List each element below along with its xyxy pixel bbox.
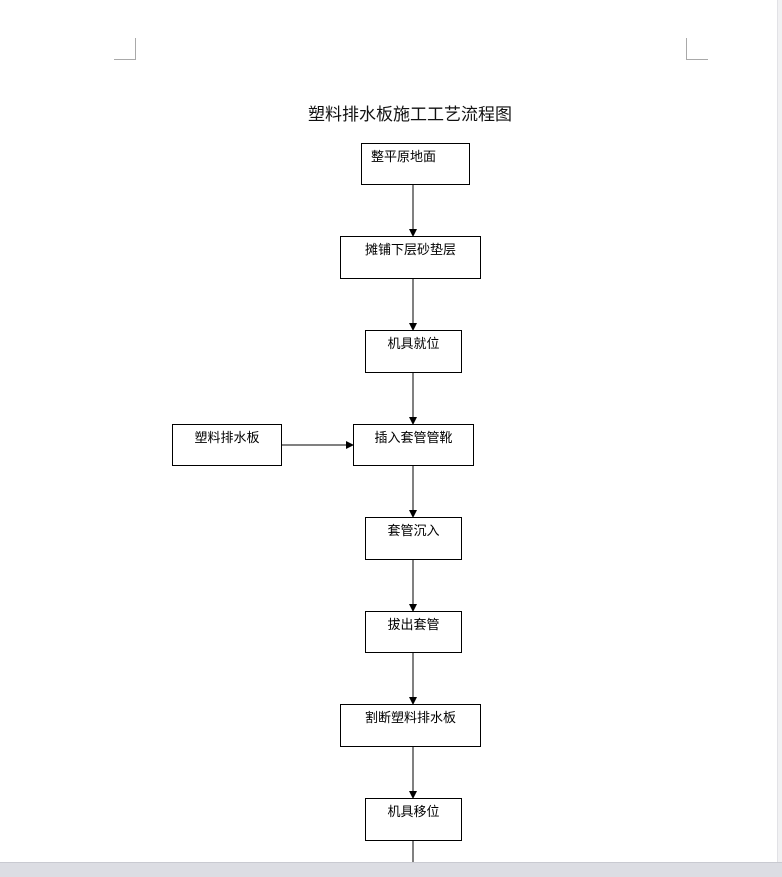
flow-step-sink-casing: 套管沉入 <box>365 517 462 560</box>
flow-input-drainage-board: 塑料排水板 <box>172 424 282 466</box>
document-title: 塑料排水板施工工艺流程图 <box>308 105 512 125</box>
document-page: 塑料排水板施工工艺流程图 整平原地面 摊铺下层砂垫层 机具就位 插入套管管靴 塑… <box>114 38 708 862</box>
horizontal-scrollbar[interactable] <box>0 862 782 877</box>
flow-step-cut-drainage-board: 割断塑料排水板 <box>340 704 481 747</box>
flow-connectors <box>282 185 417 862</box>
flow-step-move-machine: 机具移位 <box>365 798 462 841</box>
flow-step-insert-casing-shoe: 插入套管管靴 <box>353 424 474 466</box>
page-corner-mark-top-right <box>686 38 708 60</box>
flow-step-pull-out-casing: 拔出套管 <box>365 611 462 653</box>
page-corner-mark-top-left <box>114 38 136 60</box>
flow-step-level-ground: 整平原地面 <box>361 143 470 185</box>
flow-step-machine-in-position: 机具就位 <box>365 330 462 373</box>
flow-step-lay-sand-cushion: 摊铺下层砂垫层 <box>340 236 481 279</box>
vertical-scroll-edge <box>777 0 782 877</box>
